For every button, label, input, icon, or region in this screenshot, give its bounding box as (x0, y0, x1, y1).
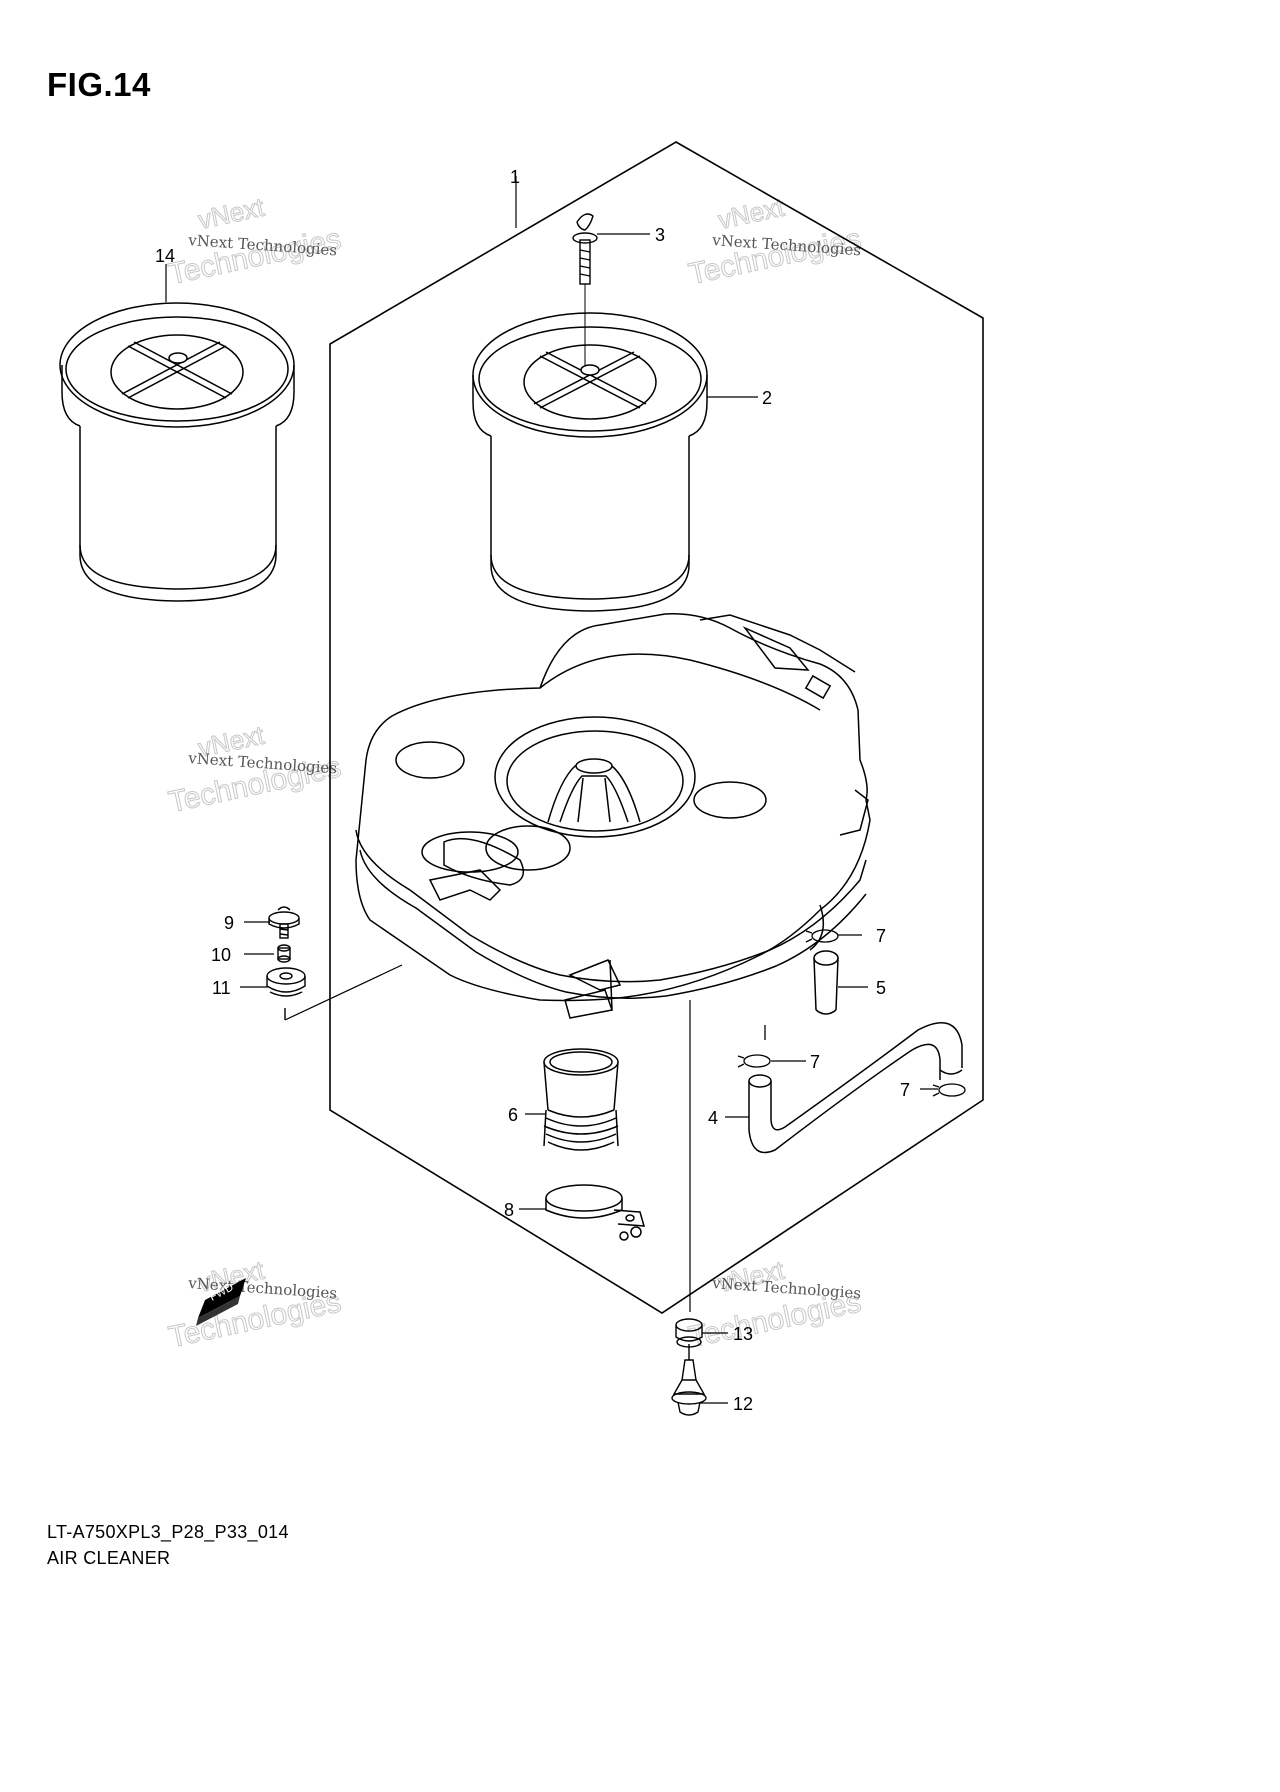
callout-7c: 7 (900, 1080, 910, 1100)
watermark-vnext: vNext (715, 192, 787, 235)
callout-10: 10 (211, 945, 231, 965)
drain-plug-12 (671, 1344, 707, 1416)
assembly-outline (329, 141, 984, 1314)
clip-7a (805, 929, 839, 943)
filter-element-2 (472, 312, 708, 612)
cushion-11 (266, 967, 306, 997)
callout-12: 12 (733, 1394, 753, 1414)
diagram-code: LT-A750XPL3_P28_P33_014 (47, 1522, 289, 1542)
watermark-vnext: vNext (195, 192, 267, 235)
watermark-text: vNext Technologies (711, 1274, 862, 1302)
hose-4 (748, 1022, 963, 1154)
callout-1: 1 (510, 167, 520, 187)
clamp-8 (545, 1184, 646, 1241)
clip-7c (932, 1083, 966, 1097)
intake-duct-6 (543, 1048, 619, 1151)
leader-lines (165, 176, 938, 1404)
callout-3: 3 (655, 225, 665, 245)
diagram-name: AIR CLEANER (47, 1548, 171, 1568)
callout-7a: 7 (876, 926, 886, 946)
screw-3 (572, 213, 598, 372)
bolt-9 (268, 906, 300, 939)
callout-14: 14 (155, 246, 175, 266)
air-cleaner-case (355, 613, 871, 1019)
callout-13: 13 (733, 1324, 753, 1344)
callout-6: 6 (508, 1105, 518, 1125)
callout-2: 2 (762, 388, 772, 408)
callout-9: 9 (224, 913, 234, 933)
callout-7b: 7 (810, 1052, 820, 1072)
hose-5 (813, 950, 839, 1015)
mount-line (284, 964, 403, 1021)
clip-7b (737, 1054, 771, 1068)
callout-4: 4 (708, 1108, 718, 1128)
collar-10 (277, 944, 291, 963)
filter-element-14 (59, 302, 295, 602)
callout-8: 8 (504, 1200, 514, 1220)
figure-title: FIG.14 (47, 66, 151, 103)
callout-5: 5 (876, 978, 886, 998)
callout-11: 11 (212, 978, 231, 998)
